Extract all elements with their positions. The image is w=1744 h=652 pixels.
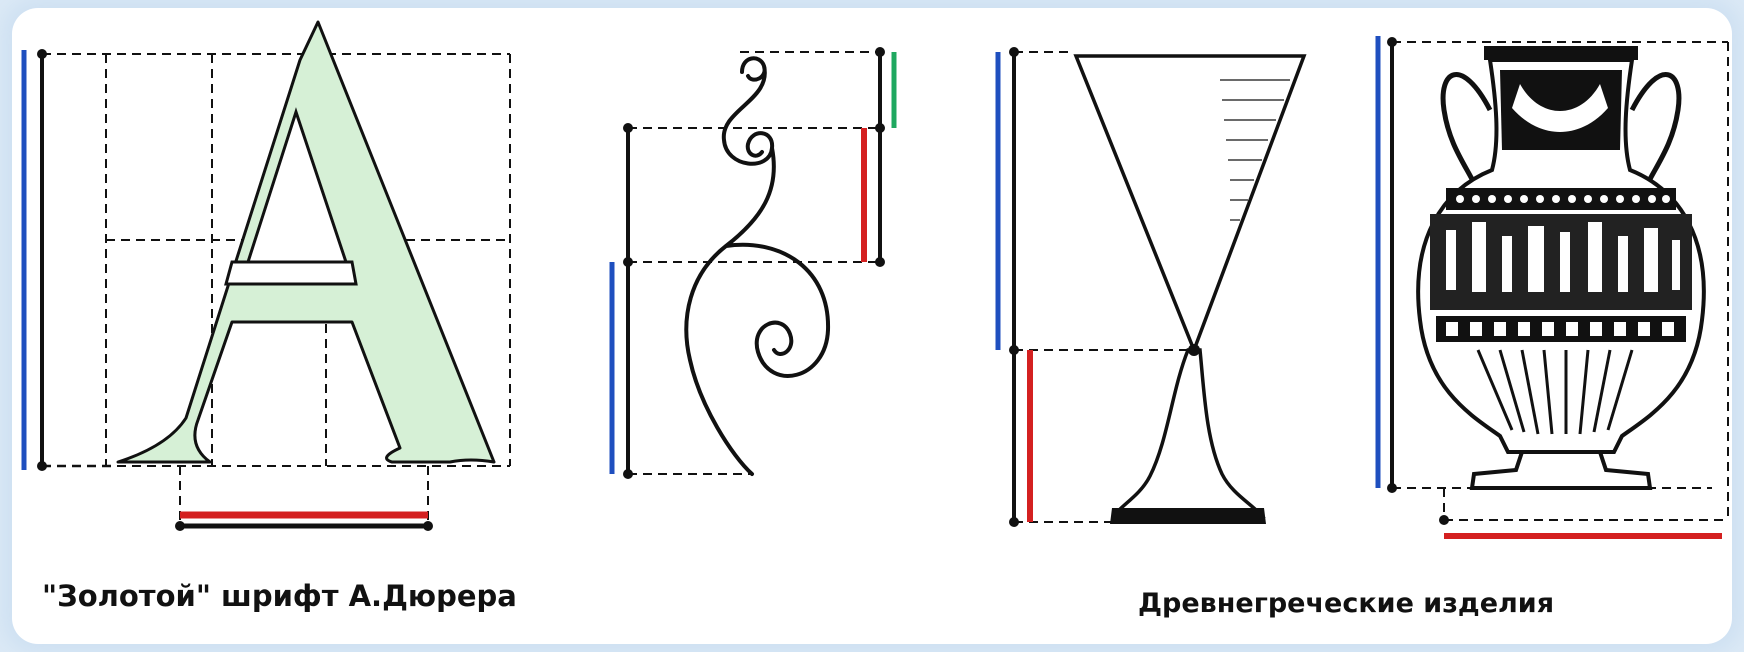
grid-dot xyxy=(623,469,633,479)
amphora-frieze-figures xyxy=(1446,222,1680,292)
grid-dot xyxy=(1009,47,1019,57)
grid-dot xyxy=(1387,483,1397,493)
caption-durer-font: "Золотой" шрифт А.Дюрера xyxy=(42,579,517,613)
greek-goblet-figure xyxy=(998,47,1304,527)
caption-greek-artifacts: Древнегреческие изделия xyxy=(1138,588,1554,619)
grid-dot xyxy=(1009,517,1019,527)
grid-dot xyxy=(1009,345,1019,355)
grid-dot xyxy=(623,257,633,267)
scroll-curve xyxy=(686,58,828,474)
grid-dot xyxy=(875,257,885,267)
grid-dot xyxy=(37,49,47,59)
scroll-construction-lines xyxy=(628,52,882,474)
grid-dot xyxy=(623,123,633,133)
greek-amphora-figure xyxy=(1378,36,1728,536)
amphora-lip xyxy=(1484,46,1638,60)
grid-dot xyxy=(1387,37,1397,47)
grid-dot xyxy=(875,123,885,133)
grid-dot xyxy=(1188,344,1200,356)
goblet-stem xyxy=(1114,350,1262,516)
goblet-foot xyxy=(1110,508,1266,524)
amphora-shoulder-band xyxy=(1446,188,1676,210)
grid-dot xyxy=(37,461,47,471)
amphora-foot xyxy=(1472,452,1650,488)
grid-dot xyxy=(1439,515,1449,525)
grid-dot xyxy=(875,47,885,57)
letter-a-crossbar xyxy=(226,262,356,284)
durer-letter-a-figure xyxy=(24,22,510,531)
scroll-ornament-figure xyxy=(612,47,894,479)
